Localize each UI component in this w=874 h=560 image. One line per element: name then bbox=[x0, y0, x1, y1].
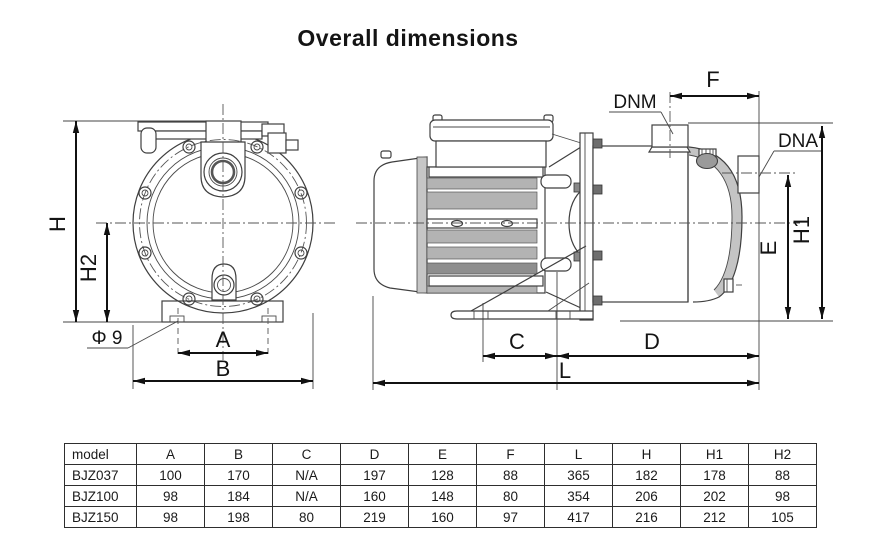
table-cell: 160 bbox=[340, 485, 409, 507]
pump-side-view bbox=[356, 92, 800, 321]
front-base bbox=[161, 300, 284, 323]
column-header: F bbox=[476, 443, 545, 465]
model-cell: BJZ100 bbox=[64, 485, 137, 507]
table-cell: 184 bbox=[204, 485, 273, 507]
table-cell: 105 bbox=[748, 506, 817, 528]
table-cell: 88 bbox=[476, 464, 545, 486]
pump-front-view bbox=[96, 104, 336, 360]
dim-D: D bbox=[557, 329, 759, 360]
callout-dnm: DNM bbox=[609, 92, 674, 135]
table-cell: 206 bbox=[612, 485, 681, 507]
table-cell: 198 bbox=[204, 506, 273, 528]
dim-label-f: F bbox=[706, 67, 719, 92]
table-row: BJZ150 98 198 80 219 160 97 417 216 212 … bbox=[64, 506, 817, 528]
callout-phi9: Φ 9 bbox=[87, 320, 179, 349]
column-header: A bbox=[136, 443, 205, 465]
column-header: L bbox=[544, 443, 613, 465]
dim-H1: H1 bbox=[789, 126, 826, 319]
priming-plug bbox=[695, 148, 719, 170]
motor-body bbox=[426, 166, 546, 294]
page-title: Overall dimensions bbox=[297, 25, 519, 51]
ejector-cowl bbox=[687, 146, 743, 303]
dim-A: A bbox=[178, 327, 268, 357]
column-header: H2 bbox=[748, 443, 817, 465]
flange-bolts bbox=[138, 140, 308, 306]
side-extension-lines bbox=[372, 91, 833, 390]
table-cell: N/A bbox=[272, 464, 341, 486]
dim-label-c: C bbox=[509, 329, 525, 354]
side-base bbox=[450, 245, 594, 320]
column-header: E bbox=[408, 443, 477, 465]
dim-L: L bbox=[373, 358, 759, 387]
fan-cover bbox=[373, 156, 428, 294]
table-cell: N/A bbox=[272, 485, 341, 507]
table-cell: 178 bbox=[680, 464, 749, 486]
table-cell: 148 bbox=[408, 485, 477, 507]
drain-plug bbox=[723, 278, 743, 293]
model-cell: BJZ037 bbox=[64, 464, 137, 486]
dim-label-e: E bbox=[756, 241, 781, 256]
table-cell: 182 bbox=[612, 464, 681, 486]
table-cell: 365 bbox=[544, 464, 613, 486]
table-cell: 170 bbox=[204, 464, 273, 486]
table-cell: 88 bbox=[748, 464, 817, 486]
table-cell: 80 bbox=[476, 485, 545, 507]
dim-label-dna: DNA bbox=[778, 131, 818, 152]
table-row: BJZ037 100 170 N/A 197 128 88 365 182 17… bbox=[64, 464, 817, 486]
table-cell: 219 bbox=[340, 506, 409, 528]
table-cell: 197 bbox=[340, 464, 409, 486]
column-header: D bbox=[340, 443, 409, 465]
terminal-box bbox=[429, 114, 554, 168]
table-cell: 128 bbox=[408, 464, 477, 486]
plate-bolts bbox=[592, 138, 603, 306]
dim-label-l: L bbox=[559, 358, 571, 383]
dim-label-phi9: Φ 9 bbox=[91, 328, 122, 349]
table-cell: 97 bbox=[476, 506, 545, 528]
dim-label-h1: H1 bbox=[789, 216, 814, 244]
column-header: H bbox=[612, 443, 681, 465]
table-cell: 212 bbox=[680, 506, 749, 528]
table-header-row: model A B C D E F L H H1 H2 bbox=[64, 443, 817, 465]
flange-plate bbox=[579, 132, 594, 321]
dim-label-d: D bbox=[644, 329, 660, 354]
column-header: B bbox=[204, 443, 273, 465]
column-header: H1 bbox=[680, 443, 749, 465]
table-cell: 216 bbox=[612, 506, 681, 528]
model-cell: BJZ150 bbox=[64, 506, 137, 528]
dim-label-a: A bbox=[216, 327, 231, 352]
table-cell: 160 bbox=[408, 506, 477, 528]
table-cell: 98 bbox=[136, 506, 205, 528]
dim-H: H bbox=[45, 121, 80, 322]
dim-label-h: H bbox=[45, 216, 70, 232]
dimension-table: model A B C D E F L H H1 H2 BJZ037 100 1… bbox=[64, 443, 817, 528]
column-header: C bbox=[272, 443, 341, 465]
bottom-port bbox=[211, 263, 237, 301]
dim-label-b: B bbox=[216, 356, 231, 381]
table-cell: 98 bbox=[748, 485, 817, 507]
table-cell: 98 bbox=[136, 485, 205, 507]
table-cell: 417 bbox=[544, 506, 613, 528]
table-cell: 80 bbox=[272, 506, 341, 528]
dim-E: E bbox=[756, 175, 792, 319]
dimension-drawing: H H2 A B Φ 9 bbox=[45, 67, 833, 390]
dim-label-h2: H2 bbox=[76, 254, 101, 282]
table-cell: 202 bbox=[680, 485, 749, 507]
motor-bracket bbox=[545, 133, 586, 309]
dim-C: C bbox=[483, 329, 557, 360]
dim-B: B bbox=[133, 356, 313, 385]
dim-F: F bbox=[670, 67, 759, 100]
table-cell: 354 bbox=[544, 485, 613, 507]
table-cell: 100 bbox=[136, 464, 205, 486]
dna-port bbox=[737, 155, 760, 194]
table-row: BJZ100 98 184 N/A 160 148 80 354 206 202… bbox=[64, 485, 817, 507]
callout-dna: DNA bbox=[758, 131, 821, 178]
pump-casing bbox=[592, 145, 689, 303]
dnm-port bbox=[647, 124, 692, 153]
column-header: model bbox=[64, 443, 137, 465]
dim-H2: H2 bbox=[76, 223, 111, 322]
dim-label-dnm: DNM bbox=[613, 92, 656, 113]
